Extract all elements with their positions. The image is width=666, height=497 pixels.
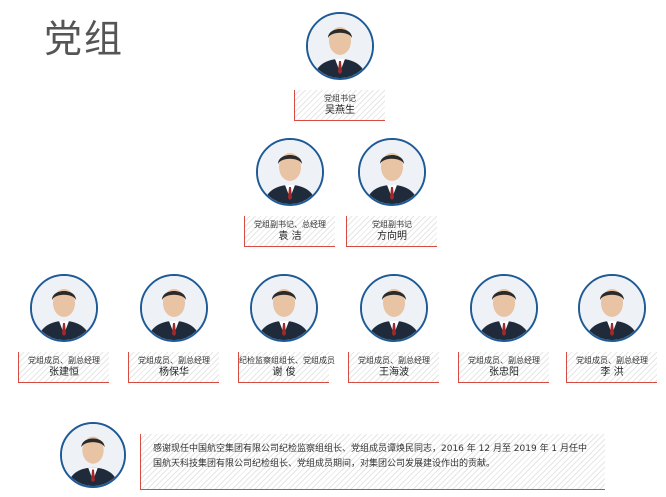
person-portrait-icon bbox=[470, 274, 538, 342]
member-nameplate: 纪检监察组组长、党组成员 谢 俊 bbox=[238, 352, 335, 383]
person-portrait-icon bbox=[256, 138, 324, 206]
member-card-2: 党组副书记 方向明 bbox=[338, 138, 446, 248]
member-role: 党组成员、副总经理 bbox=[468, 356, 540, 365]
page-title: 党组 bbox=[44, 17, 125, 61]
member-card-8: 党组成员、副总经理 李 洪 bbox=[558, 274, 666, 384]
member-role: 党组成员、副总经理 bbox=[358, 356, 430, 365]
member-card-7: 党组成员、副总经理 张忠阳 bbox=[450, 274, 558, 384]
tribute-plate: 感谢现任中国航空集团有限公司纪检监察组组长、党组成员谭焕民同志，2016 年 1… bbox=[140, 434, 605, 490]
member-name: 方向明 bbox=[377, 231, 407, 242]
member-card-1: 党组副书记、总经理 袁 洁 bbox=[236, 138, 344, 248]
person-portrait-icon bbox=[306, 12, 374, 80]
member-role: 党组书记 bbox=[324, 94, 356, 103]
member-nameplate: 党组副书记、总经理 袁 洁 bbox=[244, 216, 335, 247]
member-role: 党组副书记、总经理 bbox=[254, 220, 326, 229]
person-portrait-icon bbox=[60, 422, 126, 488]
person-portrait-icon bbox=[140, 274, 208, 342]
tribute-text: 感谢现任中国航空集团有限公司纪检监察组组长、党组成员谭焕民同志，2016 年 1… bbox=[153, 444, 588, 469]
member-name: 袁 洁 bbox=[278, 231, 302, 242]
member-nameplate: 党组书记 吴燕生 bbox=[294, 90, 385, 121]
member-name: 吴燕生 bbox=[325, 105, 355, 116]
member-name: 杨保华 bbox=[159, 367, 189, 378]
member-name: 张忠阳 bbox=[489, 367, 519, 378]
member-role: 党组副书记 bbox=[372, 220, 412, 229]
member-role: 党组成员、副总经理 bbox=[138, 356, 210, 365]
member-card-6: 党组成员、副总经理 王海波 bbox=[340, 274, 448, 384]
member-nameplate: 党组成员、副总经理 张建恒 bbox=[18, 352, 109, 383]
member-nameplate: 党组副书记 方向明 bbox=[346, 216, 437, 247]
member-card-3: 党组成员、副总经理 张建恒 bbox=[10, 274, 118, 384]
member-role: 党组成员、副总经理 bbox=[576, 356, 648, 365]
person-portrait-icon bbox=[358, 138, 426, 206]
member-name: 谢 俊 bbox=[272, 367, 296, 378]
member-nameplate: 党组成员、副总经理 王海波 bbox=[348, 352, 439, 383]
person-portrait-icon bbox=[250, 274, 318, 342]
member-card-0: 党组书记 吴燕生 bbox=[286, 12, 394, 122]
person-portrait-icon bbox=[30, 274, 98, 342]
member-role: 党组成员、副总经理 bbox=[28, 356, 100, 365]
member-nameplate: 党组成员、副总经理 杨保华 bbox=[128, 352, 219, 383]
member-nameplate: 党组成员、副总经理 张忠阳 bbox=[458, 352, 549, 383]
member-nameplate: 党组成员、副总经理 李 洪 bbox=[566, 352, 657, 383]
member-name: 王海波 bbox=[379, 367, 409, 378]
member-name: 李 洪 bbox=[600, 367, 624, 378]
person-portrait-icon bbox=[578, 274, 646, 342]
tribute-section: 感谢现任中国航空集团有限公司纪检监察组组长、党组成员谭焕民同志，2016 年 1… bbox=[60, 420, 620, 492]
member-role: 纪检监察组组长、党组成员 bbox=[239, 356, 335, 365]
member-name: 张建恒 bbox=[49, 367, 79, 378]
member-card-4: 党组成员、副总经理 杨保华 bbox=[120, 274, 228, 384]
person-portrait-icon bbox=[360, 274, 428, 342]
member-card-5: 纪检监察组组长、党组成员 谢 俊 bbox=[230, 274, 338, 384]
